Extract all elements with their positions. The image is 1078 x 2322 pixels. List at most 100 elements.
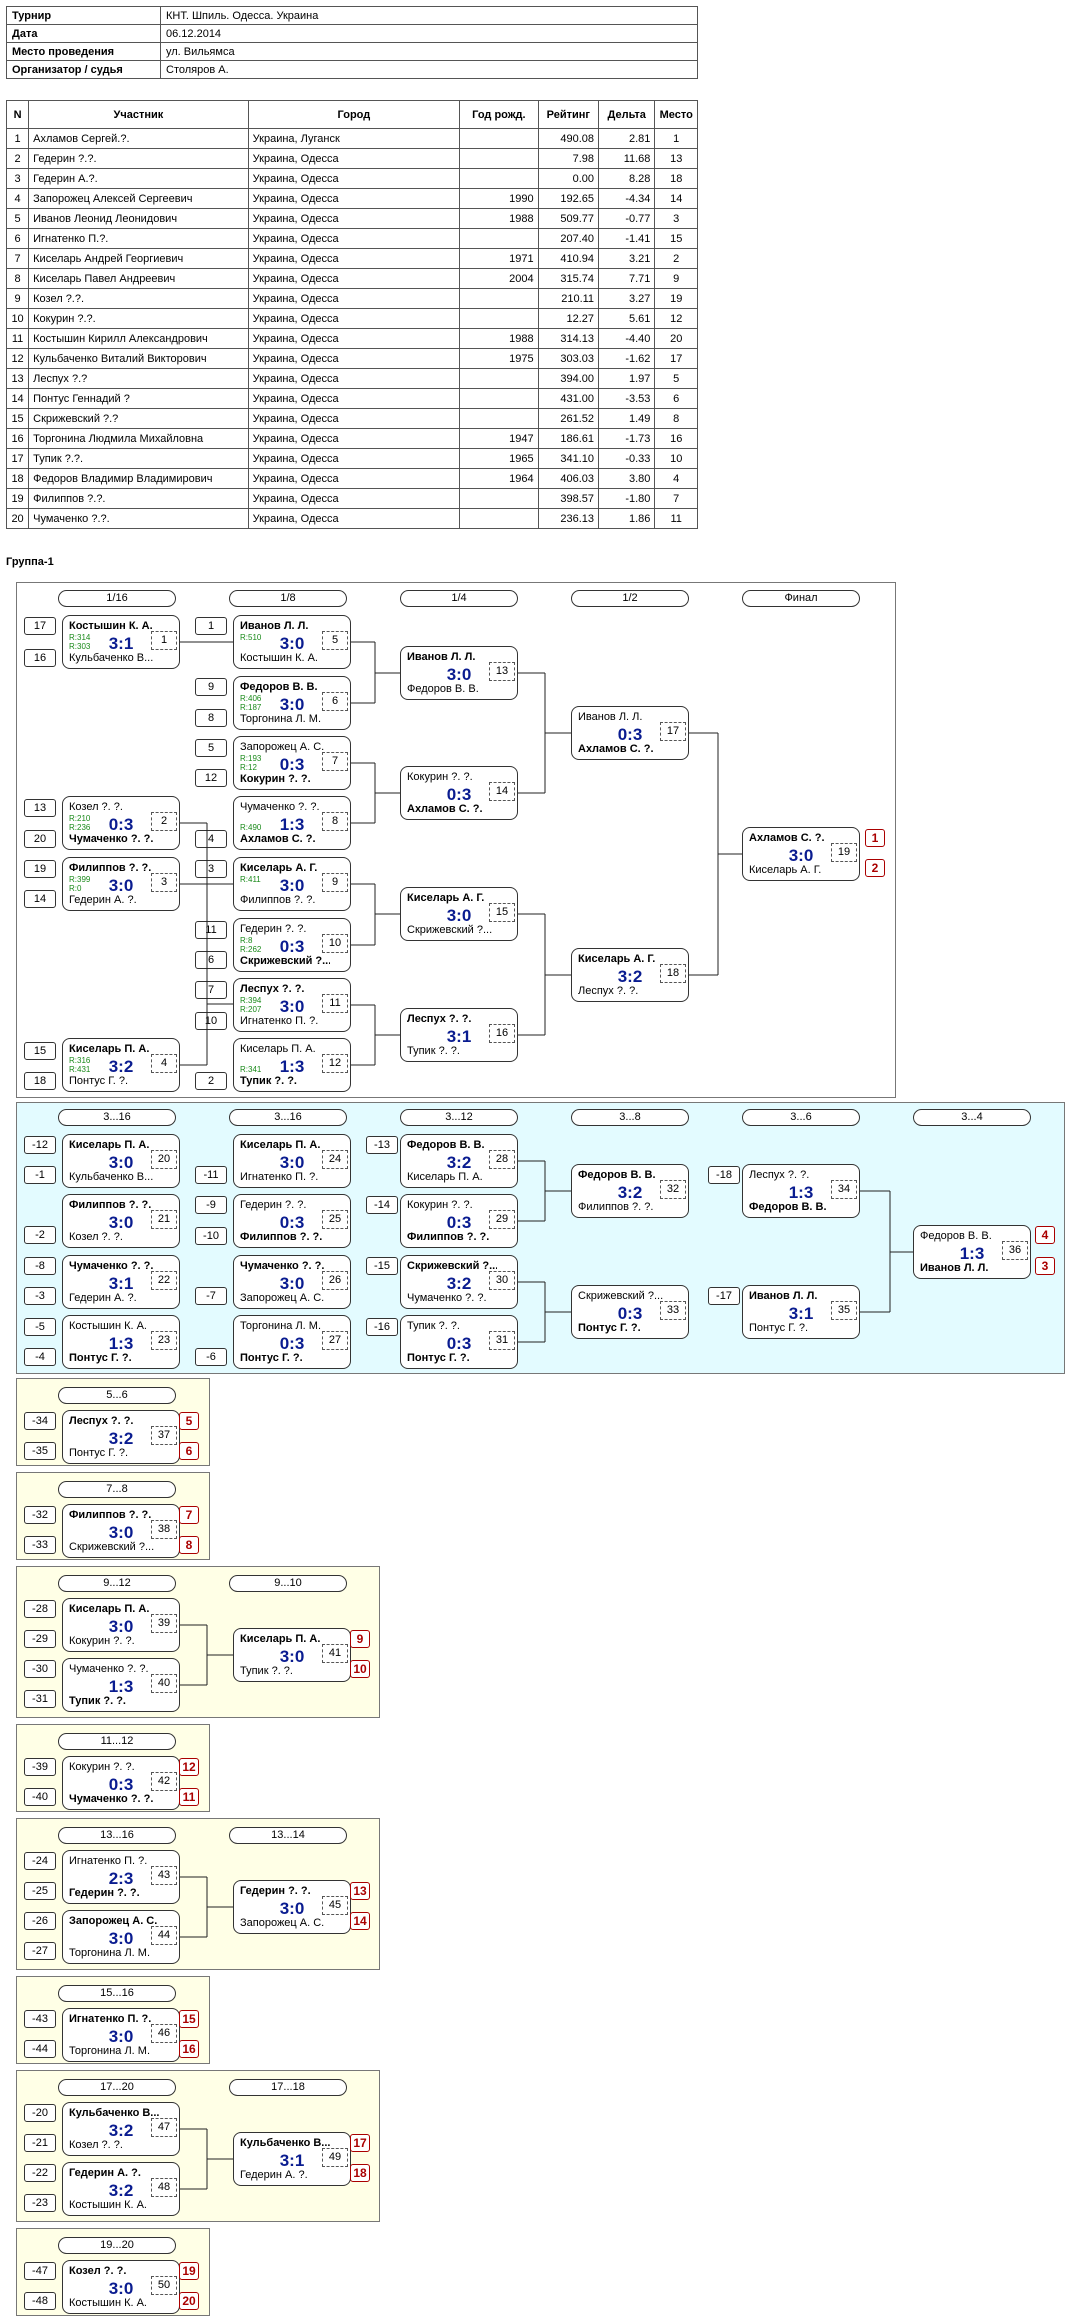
player-bottom: Гедерин ?. ?. xyxy=(69,1887,140,1899)
seed-number: -32 xyxy=(24,1506,56,1524)
match-score: 1:3 xyxy=(108,1334,134,1353)
seed-number: 8 xyxy=(195,709,227,727)
match-number: 22 xyxy=(151,1271,177,1290)
seed-number: -44 xyxy=(24,2040,56,2058)
rating-top: R:399 xyxy=(69,875,91,884)
seed-number: 13 xyxy=(24,799,56,817)
player-top: Кокурин ?. ?. xyxy=(407,1199,473,1211)
match-number: 49 xyxy=(322,2148,348,2167)
info-value: Столяров А. xyxy=(160,60,698,79)
seed-number: 2 xyxy=(195,1072,227,1090)
column-header: Город xyxy=(247,100,461,129)
player-top: Федоров В. В. xyxy=(407,1139,485,1151)
player-top: Леспух ?. ?. xyxy=(69,1415,134,1427)
match-score: 3:2 xyxy=(108,2181,134,2200)
match-number: 9 xyxy=(322,873,348,892)
player-top: Костышин К. А. xyxy=(69,1320,147,1332)
place-number: 9 xyxy=(350,1630,370,1648)
player-bottom: Ахламов С. ?. xyxy=(578,743,654,755)
match-number: 16 xyxy=(489,1024,515,1043)
table-cell: 9 xyxy=(5,288,30,309)
seed-number: -17 xyxy=(708,1287,740,1305)
place-number: 15 xyxy=(179,2010,199,2028)
rating-bottom: R:0 xyxy=(69,884,82,893)
player-top: Торгонина Л. М. xyxy=(240,1320,322,1332)
player-bottom: Понтус Г. ?. xyxy=(578,1322,641,1334)
table-cell: Украина, Одесса xyxy=(247,348,461,369)
match-score: 0:3 xyxy=(617,1304,643,1323)
match-score: 3:0 xyxy=(279,634,305,653)
player-bottom: Понтус Г. ?. xyxy=(749,1322,809,1334)
match-number: 36 xyxy=(1002,1241,1028,1260)
table-cell xyxy=(459,148,539,169)
match-score: 3:1 xyxy=(446,1027,472,1046)
match-score: 1:3 xyxy=(959,1244,985,1263)
table-cell: Украина, Одесса xyxy=(247,428,461,449)
match-number: 29 xyxy=(489,1210,515,1229)
match-score: 3:1 xyxy=(788,1304,814,1323)
player-bottom: Запорожец А. С. xyxy=(240,1292,325,1304)
player-bottom: Запорожец А. С. xyxy=(240,1917,325,1929)
match-score: 3:0 xyxy=(108,1153,134,1172)
table-cell: Чумаченко ?.?. xyxy=(28,508,249,529)
table-cell: Игнатенко П.?. xyxy=(28,228,249,249)
player-bottom: Понтус Г. ?. xyxy=(69,1352,132,1364)
seed-number: -4 xyxy=(24,1348,56,1366)
table-cell: 7 xyxy=(5,248,30,269)
table-cell xyxy=(459,488,539,509)
player-top: Киселарь П. А. xyxy=(69,1139,150,1151)
match-score: 0:3 xyxy=(617,725,643,744)
column-header: Место xyxy=(654,100,698,129)
match-number: 47 xyxy=(151,2118,177,2137)
player-bottom: Игнатенко П. ?. xyxy=(240,1171,319,1183)
seed-number: -1 xyxy=(24,1166,56,1184)
round-label: 17...18 xyxy=(229,2079,347,2096)
table-cell xyxy=(459,508,539,529)
table-cell: Тупик ?.?. xyxy=(28,448,249,469)
seed-number: 1 xyxy=(195,617,227,635)
table-cell: 261.52 xyxy=(537,408,600,429)
table-cell: 13 xyxy=(654,148,698,169)
seed-number: -26 xyxy=(24,1912,56,1930)
table-cell: 431.00 xyxy=(537,388,600,409)
player-top: Чумаченко ?. ?. xyxy=(240,801,320,813)
table-cell: 12 xyxy=(5,348,30,369)
match-score: 2:3 xyxy=(108,1869,134,1888)
table-cell: 10 xyxy=(654,448,698,469)
match-number: 15 xyxy=(489,903,515,922)
seed-number: -35 xyxy=(24,1442,56,1460)
rating-top: R:210 xyxy=(69,814,91,823)
place-number: 11 xyxy=(179,1788,199,1806)
table-cell: Украина, Одесса xyxy=(247,248,461,269)
table-cell: 8 xyxy=(5,268,30,289)
player-top: Федоров В. В. xyxy=(578,1169,656,1181)
seed-number: -43 xyxy=(24,2010,56,2028)
place-number: 14 xyxy=(350,1912,370,1930)
table-cell: 5 xyxy=(5,208,30,229)
round-label: 5...6 xyxy=(58,1387,176,1404)
match-number: 48 xyxy=(151,2178,177,2197)
match-score: 1:3 xyxy=(108,1677,134,1696)
match-number: 28 xyxy=(489,1150,515,1169)
player-bottom: Торгонина Л. М. xyxy=(69,1947,151,1959)
match-score: 0:3 xyxy=(108,1775,134,1794)
